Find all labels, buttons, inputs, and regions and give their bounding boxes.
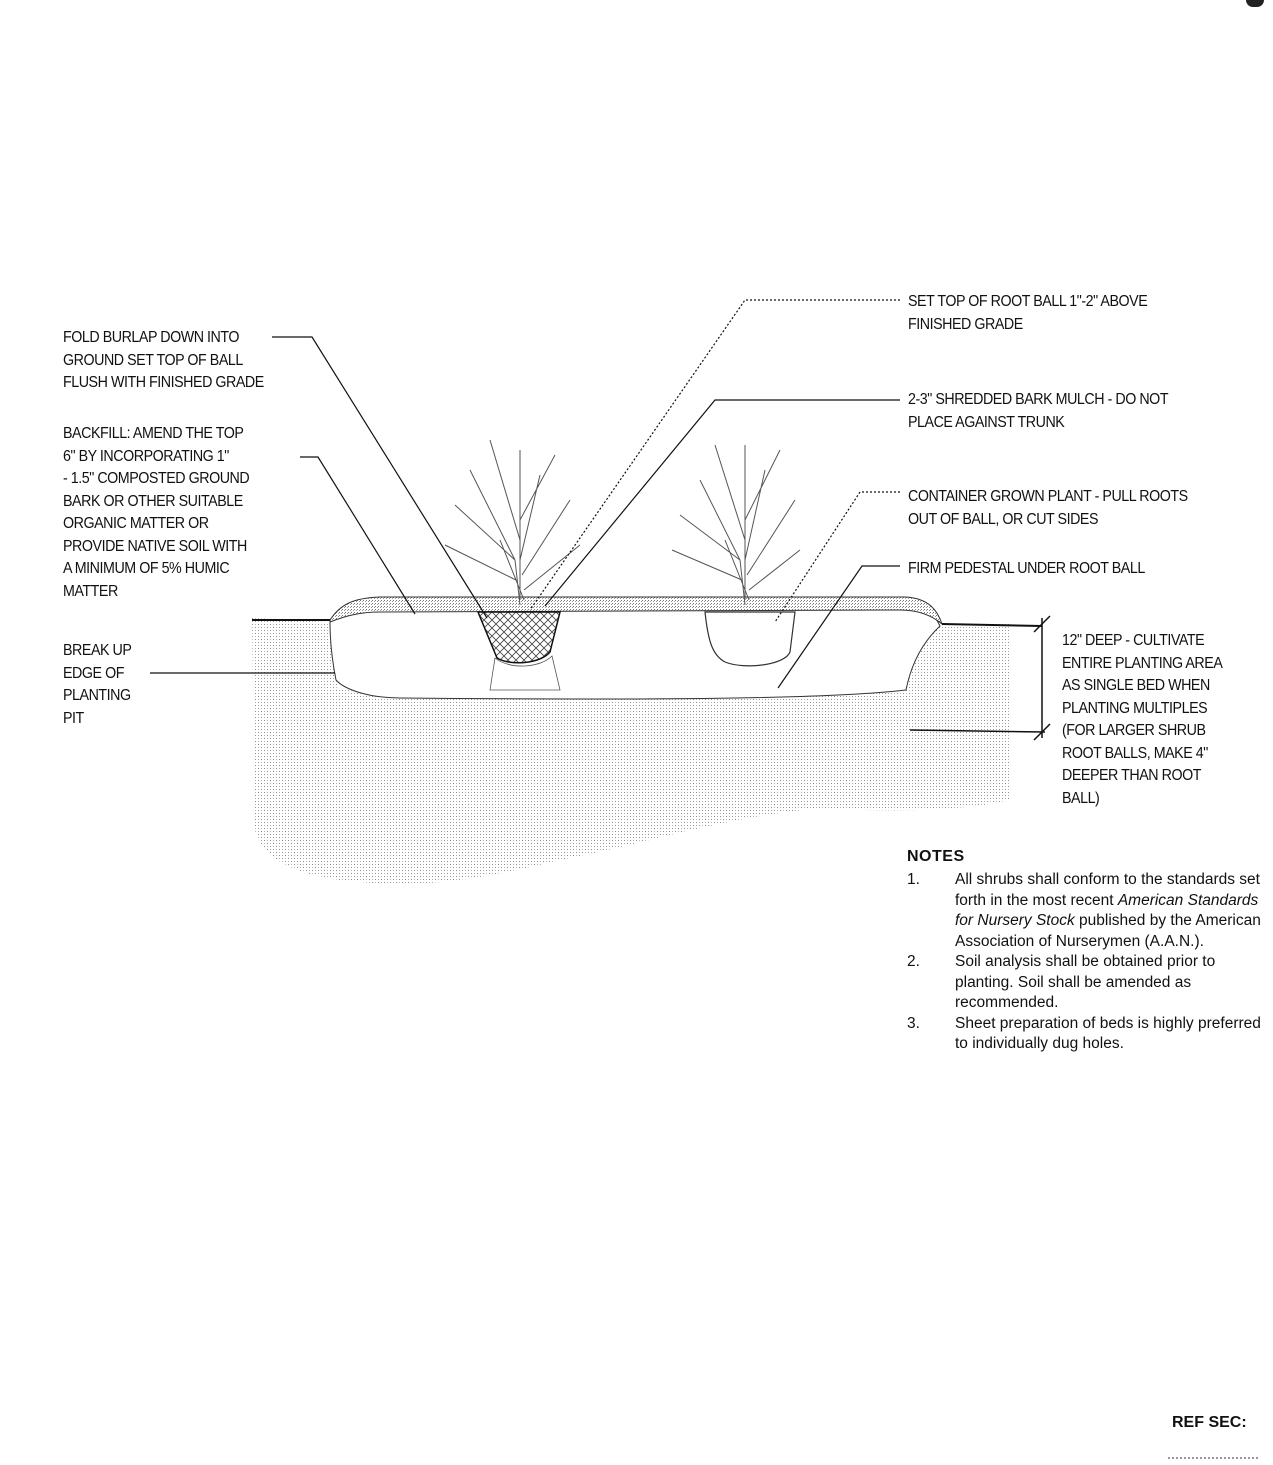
container-root-ball xyxy=(704,611,796,667)
ref-sec-label: REF SEC: xyxy=(1172,1414,1247,1431)
native-soil xyxy=(252,618,1010,884)
shrub-planting-detail xyxy=(150,299,1051,884)
firm-pedestal-left xyxy=(489,655,561,691)
leader-container xyxy=(774,491,900,623)
label-backfill: BACKFILL: AMEND THE TOP 6" BY INCORPORAT… xyxy=(63,425,250,600)
planting-bed xyxy=(329,602,941,700)
bottom-mark xyxy=(1168,1457,1258,1459)
label-depth-note: 12" DEEP - CULTIVATE ENTIRE PLANTING ARE… xyxy=(1062,632,1223,807)
burlap-root-ball xyxy=(476,611,561,664)
note-text: Soil analysis shall be obtained prior to… xyxy=(955,953,1216,1011)
label-container-grown: CONTAINER GROWN PLANT - PULL ROOTS OUT O… xyxy=(908,488,1188,528)
leader-fold-burlap xyxy=(272,336,488,619)
leader-shredded-bark xyxy=(544,399,900,607)
leader-backfill xyxy=(300,456,416,615)
depth-dimension-bottom xyxy=(909,729,1046,733)
label-break-up-edge: BREAK UP EDGE OF PLANTING PIT xyxy=(63,642,132,727)
corner-mark xyxy=(1246,0,1264,7)
note-number: 2. xyxy=(907,953,920,970)
leader-firm-pedestal xyxy=(777,565,900,689)
note-item: 1. All shrubs shall conform to the stand… xyxy=(907,870,1267,952)
note-item: 3. Sheet preparation of beds is highly p… xyxy=(907,1014,1267,1055)
note-item: 2. Soil analysis shall be obtained prior… xyxy=(907,952,1267,1014)
label-set-top-root-ball: SET TOP OF ROOT BALL 1"-2" ABOVE FINISHE… xyxy=(908,293,1148,333)
note-number: 3. xyxy=(907,1014,920,1032)
note-number: 1. xyxy=(907,871,920,888)
leader-set-top xyxy=(529,299,900,611)
grade-line-right xyxy=(941,623,1043,627)
shrub-left xyxy=(444,439,581,606)
label-firm-pedestal: FIRM PEDESTAL UNDER ROOT BALL xyxy=(908,560,1145,577)
notes-section: NOTES 1. All shrubs shall conform to the… xyxy=(907,848,1267,1055)
note-text: Sheet preparation of beds is highly pref… xyxy=(955,1014,1261,1053)
label-shredded-bark: 2-3" SHREDDED BARK MULCH - DO NOT PLACE … xyxy=(908,391,1169,431)
mulch-layer xyxy=(329,596,944,626)
note-text: All shrubs shall conform to the standard… xyxy=(955,871,1261,950)
depth-tick-bottom xyxy=(1033,723,1051,741)
label-fold-burlap: FOLD BURLAP DOWN INTO GROUND SET TOP OF … xyxy=(63,329,264,391)
shrub-right xyxy=(671,444,801,606)
depth-tick-top xyxy=(1033,615,1051,633)
notes-title: NOTES xyxy=(907,848,965,865)
